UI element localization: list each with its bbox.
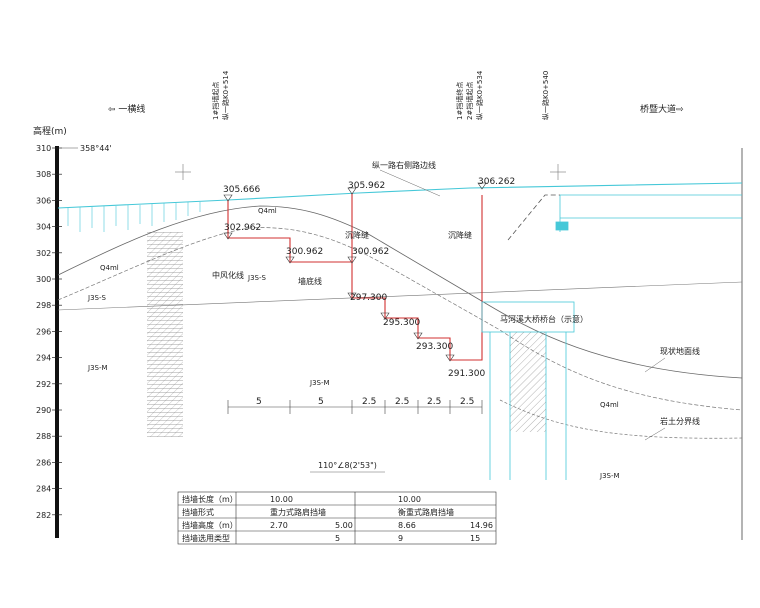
ruler-tick-label: 298 [36,301,51,310]
weathered-line-label: 中风化线 [212,270,244,280]
svg-text:纵一路K0+534: 纵一路K0+534 [475,70,484,120]
ground-line-label: 现状地面线 [660,346,700,356]
dimension-line [227,400,483,414]
table-cell: 2.70 [270,521,288,530]
ruler-tick-label: 282 [36,511,51,520]
ruler-tick-label: 288 [36,432,51,441]
elev-305-666: 305.666 [223,185,260,195]
station-start-label: 1#挡墙起点 纵一路K0+514 [211,70,230,120]
road-edge-line [57,182,743,209]
elev-297-300: 297.300 [350,293,387,303]
table-cell: 10.00 [398,495,421,504]
svg-text:2#挡墙起点: 2#挡墙起点 [465,82,474,120]
ruler-tick-label: 310 [36,144,51,153]
elev-306-262: 306.262 [478,177,515,187]
ruler-tick-label: 308 [36,170,51,179]
wall-table [177,491,497,545]
j3s-s-label-1: J3S-S [247,274,266,282]
table-cell: 14.96 [470,521,493,530]
elev-305-962: 305.962 [348,181,385,191]
right-direction-label: 桥暨大道⇨ [640,103,684,115]
table-cell: 10.00 [270,495,293,504]
ruler-tick-label: 290 [36,406,51,415]
bridge-label: 马河溪大桥桥台（示意） [500,314,588,324]
svg-text:1#挡墙起点: 1#挡墙起点 [211,82,220,120]
table-cell: 9 [398,534,403,543]
table-cell: 5.00 [335,521,353,530]
table-row-label: 挡墙选用类型 [182,533,230,543]
angle-note: 358°44' [80,144,112,153]
ruler-tick-label: 296 [36,327,51,336]
dim-3: 2.5 [362,397,376,407]
bridge-hatch [510,332,546,432]
elev-302-962: 302.962 [224,223,261,233]
road-edge-label: 纵一路右侧路边线 [372,160,436,170]
table-row-label: 挡墙高度（m） [182,520,238,530]
settle-joint-label-1: 沉降缝 [345,230,369,240]
table-cell: 5 [335,534,340,543]
table-row-label: 挡墙长度（m） [182,494,238,504]
q4-label-2: Q4ml [100,264,119,272]
dim-2: 5 [318,397,324,407]
svg-text:1#挡墙终点: 1#挡墙终点 [455,82,464,120]
ruler-tick-label: 294 [36,354,51,363]
j3s-m-label-3: J3S-M [599,472,620,480]
dim-4: 2.5 [395,397,409,407]
ruler-tick-label: 302 [36,249,51,258]
soil-boundary-line [499,399,743,439]
fill-hatch-top [67,202,201,232]
weathered-line [57,227,743,411]
cross-marker-right [550,164,566,180]
q4-label-3: Q4ml [600,401,619,409]
settle-joint-label-2: 沉降缝 [448,230,472,240]
dim-1: 5 [256,397,262,407]
station-right-label: 纵一路K0+540 [541,71,550,120]
elev-295-300: 295.300 [383,318,420,328]
elev-300-962-a: 300.962 [286,247,323,257]
q4-label-1: Q4ml [258,207,277,215]
table-cell: 衡重式路肩挡墙 [398,507,454,517]
station-middle-label: 1#挡墙终点 2#挡墙起点 纵一路K0+534 [455,70,484,120]
svg-text:纵一路K0+514: 纵一路K0+514 [221,70,230,120]
dim-5: 2.5 [427,397,441,407]
table-cell: 8.66 [398,521,416,530]
table-cell: 15 [470,534,480,543]
j3s-m-label-2: J3S-M [309,379,330,387]
table-cell: 重力式路肩挡墙 [270,507,326,517]
bridge-slope-dash [507,194,560,241]
dim-6: 2.5 [460,397,474,407]
table-row-label: 挡墙形式 [182,507,214,517]
ruler-tick-label: 304 [36,223,51,232]
ruler-tick-label: 300 [36,275,51,284]
left-direction-label: ⇦ 一横线 [108,103,145,115]
j3s-s-label-2: J3S-S [87,294,106,302]
elevation-ruler: 310 308 306 304 302 300 298 296 294 292 290 288 286 2… [36,144,62,538]
j3s-m-label-1: J3S-M [87,364,108,372]
ruler-tick-label: 292 [36,380,51,389]
elevation-markers [223,182,487,362]
ruler-tick-label: 286 [36,458,51,467]
retaining-wall-profile [227,193,483,361]
axis-title: 高程(m) [33,125,67,137]
elev-291-300: 291.300 [448,369,485,379]
ruler-tick-label: 284 [36,485,51,494]
elev-293-300: 293.300 [416,342,453,352]
ruler-tick-label: 306 [36,196,51,205]
existing-ground-line [57,205,743,379]
elev-300-962-b: 300.962 [352,247,389,257]
wall-base-label: 墙底线 [298,276,322,286]
cross-marker-left [175,164,191,180]
slope-note: 110°∠8(2'53") [318,461,377,470]
soil-boundary-label: 岩土分界线 [660,416,700,426]
